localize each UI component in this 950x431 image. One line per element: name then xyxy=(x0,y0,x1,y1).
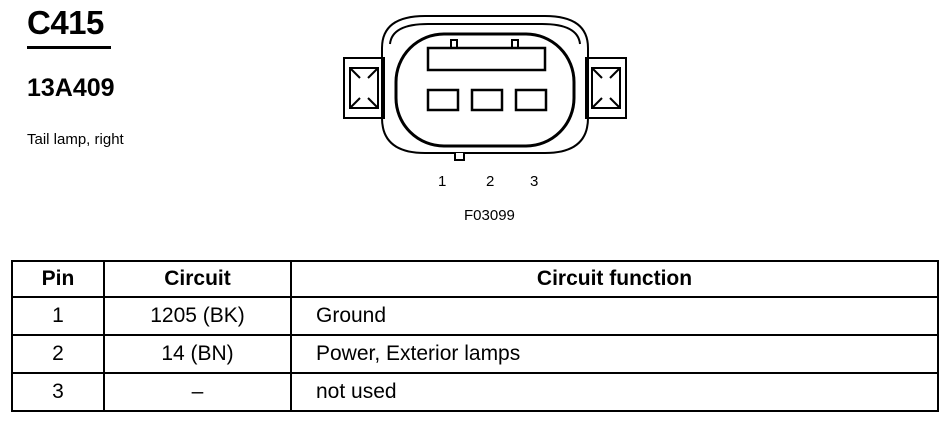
row-circuit: 1205 (BK) xyxy=(103,296,292,336)
header-circuit-function: Circuit function xyxy=(290,260,939,298)
row-function: not used xyxy=(290,372,939,412)
row-circuit: – xyxy=(103,372,292,412)
connector-top-rib xyxy=(389,23,581,45)
pin-label-2: 2 xyxy=(486,173,495,190)
pin-cavity-3 xyxy=(514,88,548,112)
row-circuit: 14 (BN) xyxy=(103,334,292,374)
pin-cavity-2 xyxy=(470,88,504,112)
connector-outer-shell xyxy=(381,15,589,154)
table-row: 3 – not used xyxy=(11,372,939,412)
connector-key-slot xyxy=(426,46,547,72)
pin-label-1: 1 xyxy=(438,173,447,190)
connector-id: C415 xyxy=(27,4,104,41)
row-pin: 1 xyxy=(11,296,105,336)
pin-label-3: 3 xyxy=(530,173,539,190)
table-row: 2 14 (BN) Power, Exterior lamps xyxy=(11,334,939,374)
left-latch xyxy=(343,57,385,119)
row-function: Power, Exterior lamps xyxy=(290,334,939,374)
connector-id-underline xyxy=(27,46,111,49)
connector-face-diagram xyxy=(343,15,627,161)
row-function: Ground xyxy=(290,296,939,336)
pinout-table: Pin Circuit Circuit function 1 1205 (BK)… xyxy=(11,260,939,412)
right-latch xyxy=(585,57,627,119)
header-pin: Pin xyxy=(11,260,105,298)
row-pin: 2 xyxy=(11,334,105,374)
table-row: 1 1205 (BK) Ground xyxy=(11,296,939,336)
header-circuit: Circuit xyxy=(103,260,292,298)
pin-cavity-1 xyxy=(426,88,460,112)
part-number: 13A409 xyxy=(27,74,115,102)
connector-inner-face xyxy=(394,32,576,148)
row-pin: 3 xyxy=(11,372,105,412)
component-description: Tail lamp, right xyxy=(27,131,124,148)
figure-code: F03099 xyxy=(464,207,515,224)
table-header-row: Pin Circuit Circuit function xyxy=(11,260,939,298)
bottom-notch xyxy=(454,153,465,161)
